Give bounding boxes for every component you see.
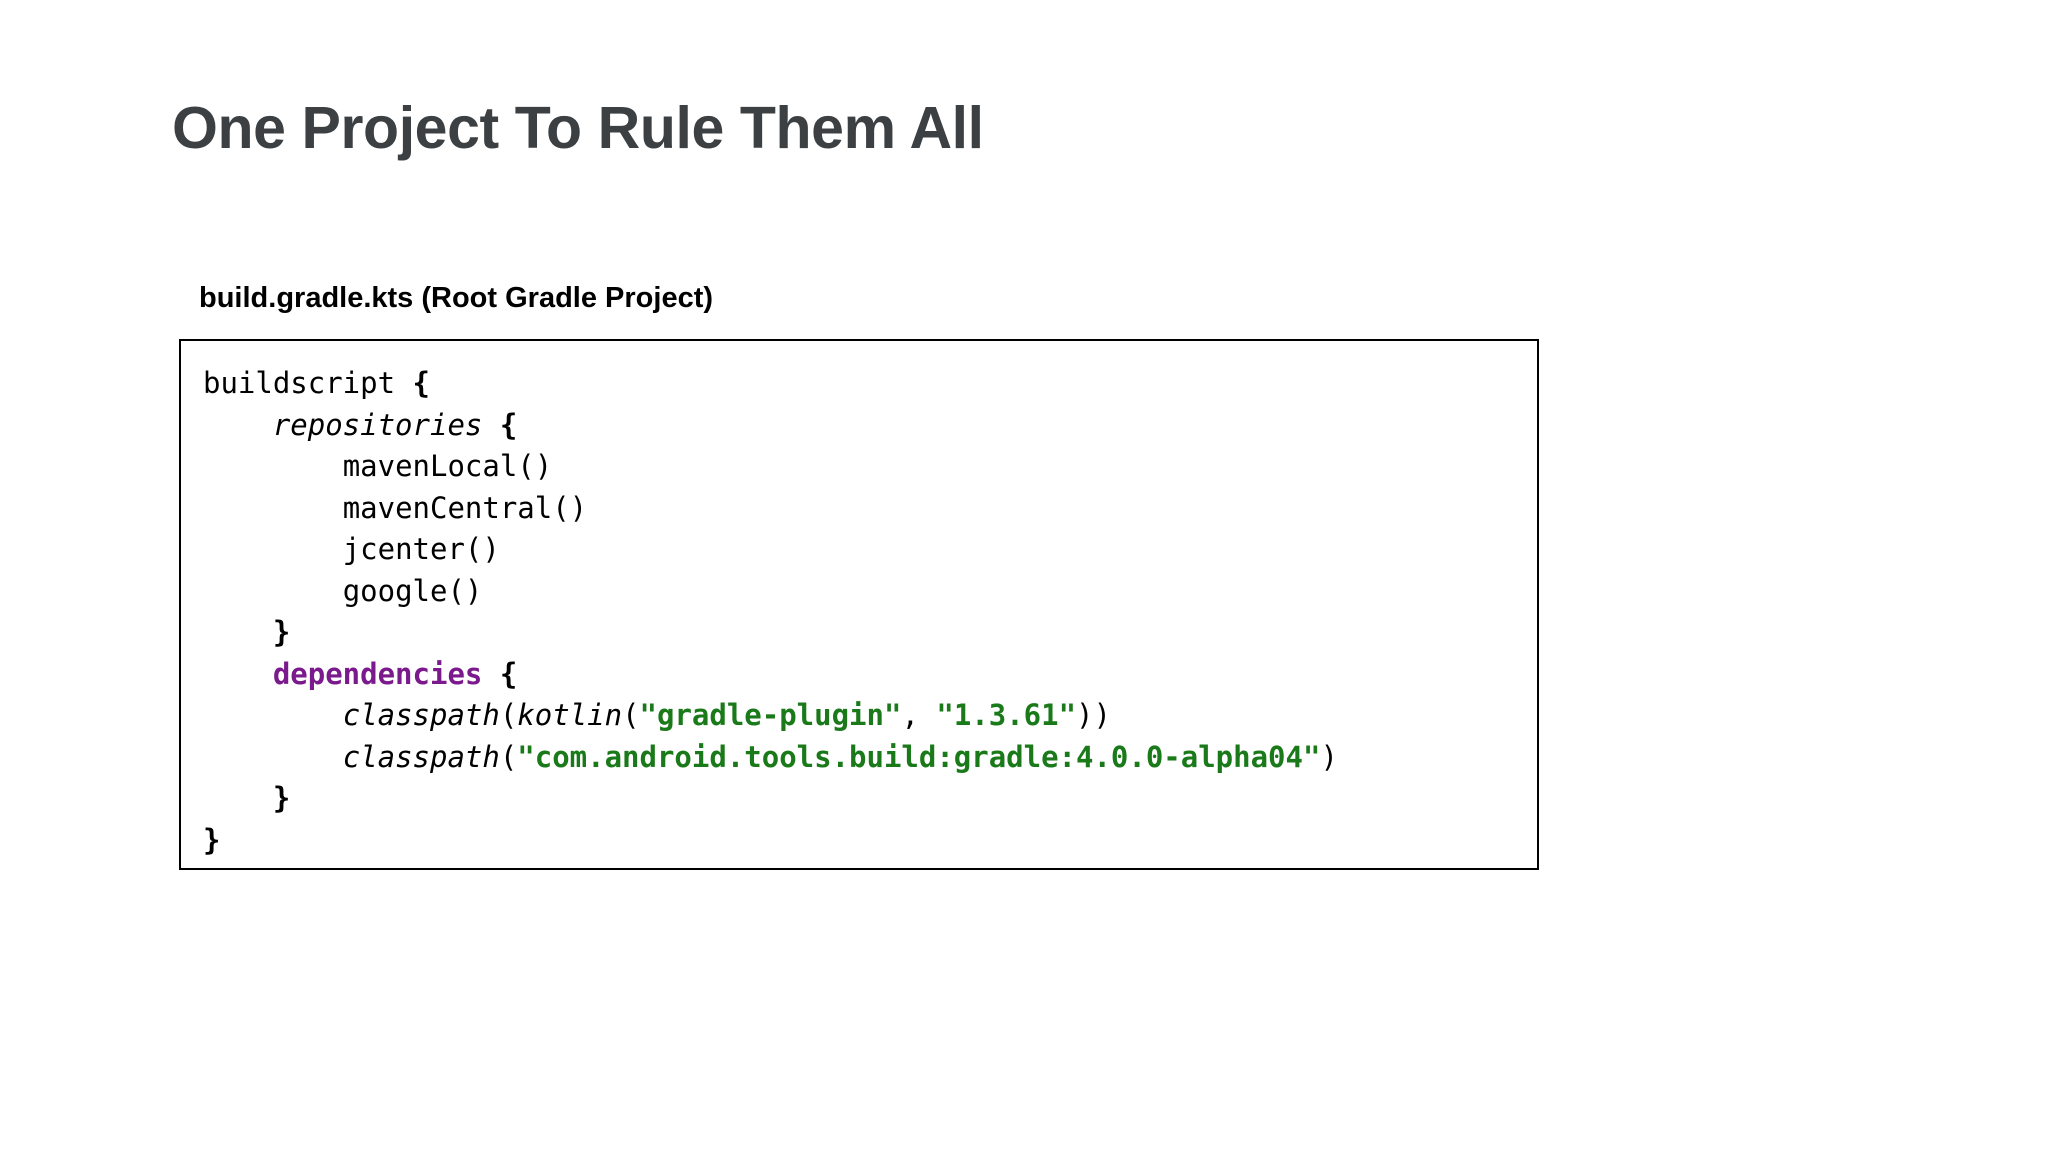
code-indent: [203, 574, 343, 608]
code-token-plain: (: [622, 698, 640, 732]
code-line: }: [203, 820, 1529, 862]
code-line: repositories {: [203, 405, 1529, 447]
code-indent: [203, 615, 273, 649]
code-token-string: "1.3.61": [936, 698, 1077, 732]
code-line: jcenter(): [203, 529, 1529, 571]
code-token-brace: }: [203, 822, 221, 857]
code-line: classpath("com.android.tools.build:gradl…: [203, 737, 1529, 779]
code-token-brace: {: [412, 366, 430, 400]
code-indent: [203, 408, 273, 442]
code-token-plain: [482, 408, 499, 442]
code-block-content: buildscript { repositories { mavenLocal(…: [203, 363, 1529, 861]
code-line: }: [203, 778, 1529, 820]
code-token-plain: ,: [901, 698, 937, 732]
code-line: mavenLocal(): [203, 446, 1529, 488]
code-token-italic: classpath: [342, 739, 500, 774]
code-token-plain: )): [1076, 698, 1111, 732]
code-token-plain: [482, 657, 499, 691]
code-token-plain: google(): [342, 573, 483, 608]
code-line: classpath(kotlin("gradle-plugin", "1.3.6…: [203, 695, 1529, 737]
code-line: google(): [203, 571, 1529, 613]
code-token-brace: }: [272, 781, 291, 815]
code-line: dependencies {: [203, 654, 1529, 696]
code-token-plain: jcenter(): [342, 532, 500, 566]
code-indent: [203, 491, 343, 525]
code-token-string: "com.android.tools.build:gradle:4.0.0-al…: [517, 739, 1321, 774]
code-token-plain: buildscript: [203, 366, 413, 400]
code-indent: [203, 532, 343, 566]
code-token-plain: ): [1320, 739, 1338, 774]
code-token-brace: {: [499, 407, 518, 442]
code-line: mavenCentral(): [203, 488, 1529, 530]
code-token-plain: (: [499, 698, 518, 732]
code-block-container: buildscript { repositories { mavenLocal(…: [179, 339, 1539, 870]
code-token-italic: kotlin: [517, 698, 623, 732]
code-token-plain: (: [499, 739, 518, 774]
code-token-italic: repositories: [272, 407, 483, 442]
code-token-plain: mavenCentral(): [342, 490, 588, 525]
code-block-caption: build.gradle.kts (Root Gradle Project): [199, 282, 714, 314]
code-token-string: "gradle-plugin": [639, 698, 902, 732]
code-token-italic: classpath: [342, 698, 500, 732]
code-line: }: [203, 612, 1529, 654]
page-title: One Project To Rule Them All: [172, 95, 984, 161]
code-indent: [203, 740, 343, 774]
code-token-brace: }: [272, 615, 291, 649]
code-token-keyword: dependencies: [272, 656, 483, 691]
code-line: buildscript {: [203, 363, 1529, 405]
code-indent: [203, 781, 273, 815]
code-indent: [203, 449, 343, 483]
code-indent: [203, 698, 343, 732]
code-indent: [203, 657, 273, 691]
code-token-brace: {: [499, 656, 518, 691]
code-token-plain: mavenLocal(): [342, 449, 553, 483]
